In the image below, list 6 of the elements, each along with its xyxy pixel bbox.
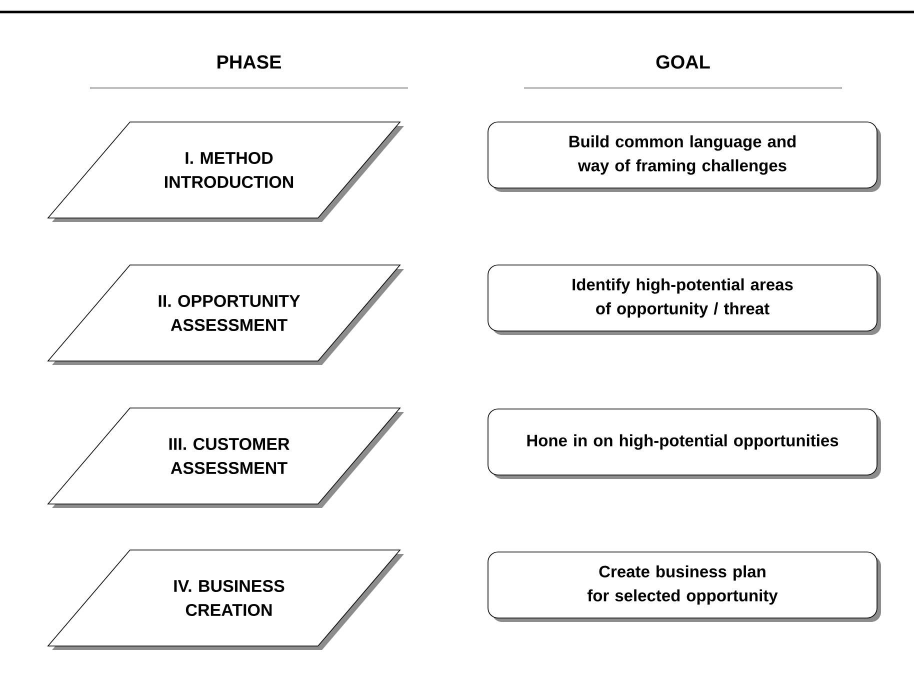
goal-box: Identify high-potential areas of opportunity / threat [488,264,881,335]
column-header: PHASE [218,55,281,69]
goal-box: Build common language and way of framing challenges [488,122,881,192]
goal-box: Hone in on high-potential opportunities [488,408,881,479]
goal-box: Create business plan for selected opportunity [488,552,881,622]
column-header: GOAL [656,55,710,69]
